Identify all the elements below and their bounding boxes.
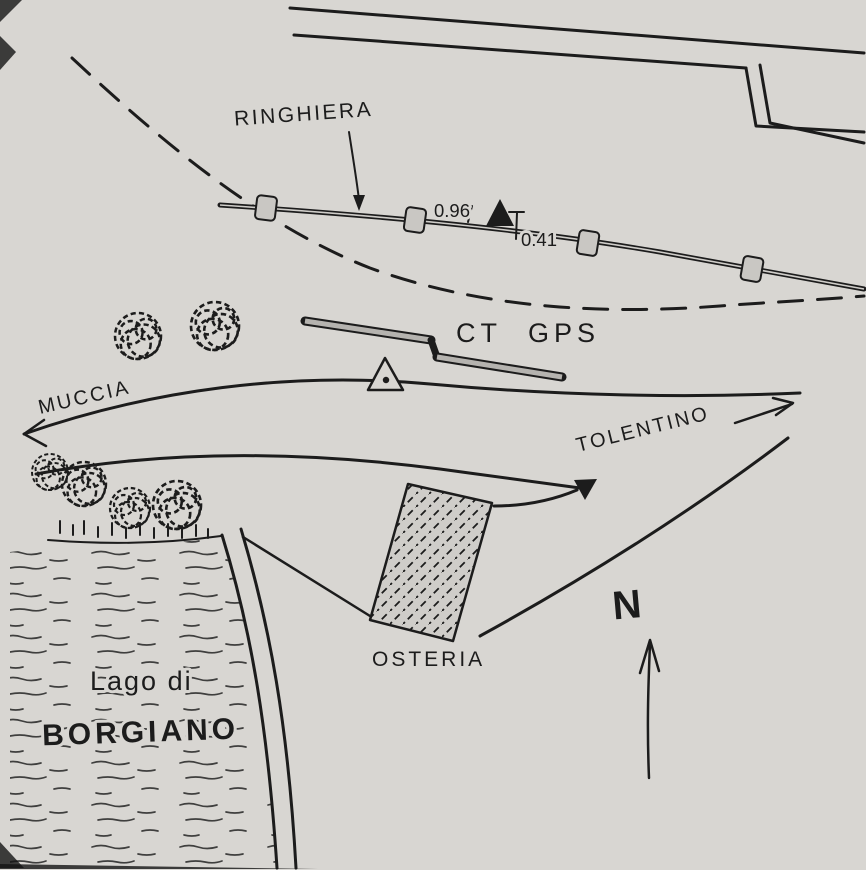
shore-to-building-line [241, 535, 372, 618]
measurement-left: 0.96 [434, 200, 470, 221]
station-triangle-symbol [366, 356, 405, 392]
shoreline-outer [220, 533, 279, 870]
arrowhead-left-icon [22, 418, 48, 448]
lake-borgiano [10, 527, 372, 870]
railing-post [402, 206, 428, 234]
station-label: CT GPS [456, 318, 600, 348]
benchmark-marker: 0.96 0.41 [431, 197, 560, 253]
grass-ticks [59, 520, 209, 539]
railing-label-arrow [348, 131, 365, 211]
arrowhead-down-icon [353, 195, 365, 211]
building-footprint [368, 482, 494, 643]
road-lower-edge [34, 454, 582, 490]
branch-edge-short [492, 488, 579, 508]
guardrail-wall [300, 316, 567, 382]
dashed-road-edge [70, 56, 866, 311]
station-dot [382, 376, 390, 384]
railing-post [254, 194, 278, 222]
fork-arrowhead-icon [574, 479, 597, 500]
building-osteria: OSTERIA [368, 482, 494, 674]
main-road [22, 378, 802, 638]
north-indicator: N [608, 579, 661, 780]
measurement-right: 0.41 [521, 229, 557, 250]
right-direction-arrow [733, 402, 794, 425]
lake-bank-line [47, 535, 222, 544]
arrowhead-right-icon [771, 396, 795, 417]
lake-water-texture [10, 537, 277, 868]
railing-post [739, 255, 765, 283]
lake-label-line1: Lago di [90, 666, 193, 696]
measure-tick-right [508, 211, 525, 240]
north-label: N [611, 582, 644, 628]
north-arrowhead-icon [638, 638, 661, 675]
benchmark-flag-icon [486, 199, 514, 226]
railing [217, 194, 866, 292]
scan-artifacts [0, 0, 318, 869]
lake-label-line2: BORGIANO [42, 713, 240, 753]
branch-edge-curve [478, 436, 790, 638]
measure-tick-left [467, 205, 473, 223]
railing-post [575, 229, 601, 257]
upper-wall [288, 6, 866, 145]
road-upper-edge [22, 378, 802, 436]
shoreline-inner [239, 527, 298, 870]
north-arrow-shaft [646, 642, 652, 780]
building-label: OSTERIA [372, 648, 485, 671]
